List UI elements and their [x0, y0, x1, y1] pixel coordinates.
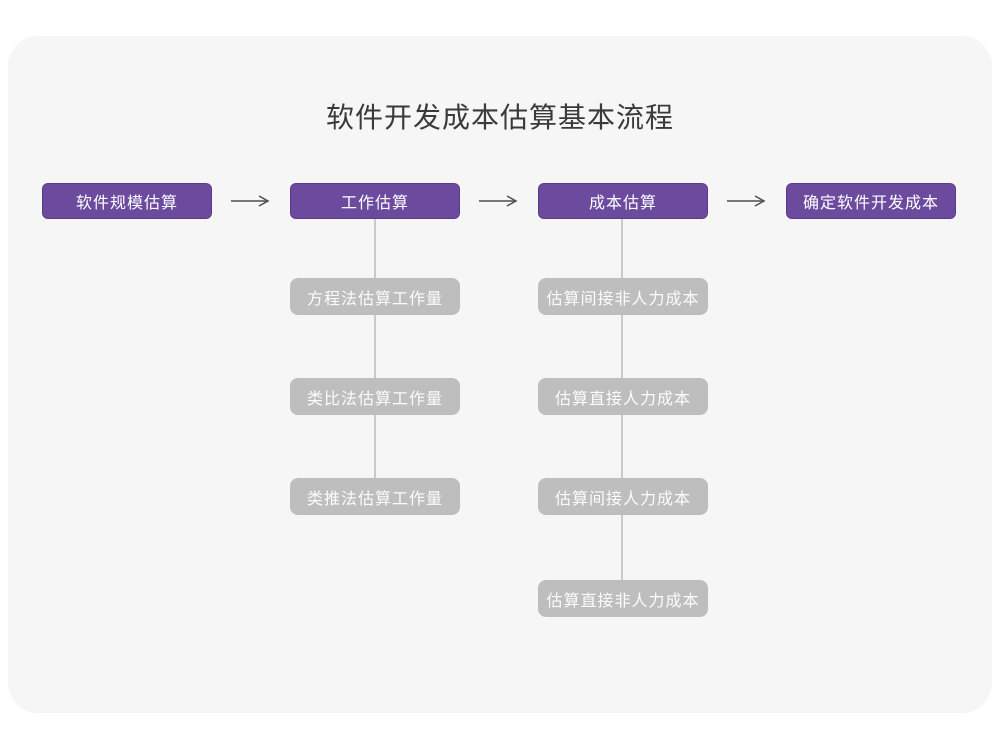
flow-node-label: 工作估算: [340, 195, 409, 212]
connector-line-work-estimation: [374, 219, 376, 480]
sub-node-label: 类推法估算工作量: [306, 490, 443, 508]
sub-node-label: 估算直接人力成本: [554, 390, 691, 408]
sub-node-indirect-labor-cost[interactable]: 估算间接人力成本: [538, 478, 708, 515]
sub-node-indirect-nonlabor-cost[interactable]: 估算间接非人力成本: [538, 278, 708, 315]
flow-node-determine-dev-cost[interactable]: 确定软件开发成本: [786, 183, 956, 219]
sub-node-analogy-method[interactable]: 类比法估算工作量: [290, 378, 460, 415]
flow-node-label: 软件规模估算: [75, 195, 178, 212]
sub-node-direct-labor-cost[interactable]: 估算直接人力成本: [538, 378, 708, 415]
sub-node-label: 估算间接非人力成本: [546, 290, 700, 308]
sub-node-label: 估算间接人力成本: [554, 490, 691, 508]
sub-node-label: 类比法估算工作量: [306, 390, 443, 408]
arrow-right-icon: [727, 195, 766, 207]
flow-node-label: 成本估算: [588, 195, 657, 212]
sub-node-direct-nonlabor-cost[interactable]: 估算直接非人力成本: [538, 580, 708, 617]
flow-node-cost-estimation[interactable]: 成本估算: [538, 183, 708, 219]
sub-node-label: 估算直接非人力成本: [546, 592, 700, 610]
flow-node-label: 确定软件开发成本: [802, 195, 939, 212]
diagram-canvas: [8, 36, 992, 713]
sub-node-label: 方程法估算工作量: [306, 290, 443, 308]
flow-node-software-size-estimation[interactable]: 软件规模估算: [42, 183, 212, 219]
flow-node-work-estimation[interactable]: 工作估算: [290, 183, 460, 219]
arrow-right-icon: [479, 195, 518, 207]
diagram-title: 软件开发成本估算基本流程: [325, 102, 674, 133]
sub-node-equation-method[interactable]: 方程法估算工作量: [290, 278, 460, 315]
sub-node-extrapolation-method[interactable]: 类推法估算工作量: [290, 478, 460, 515]
arrow-right-icon: [231, 195, 270, 207]
